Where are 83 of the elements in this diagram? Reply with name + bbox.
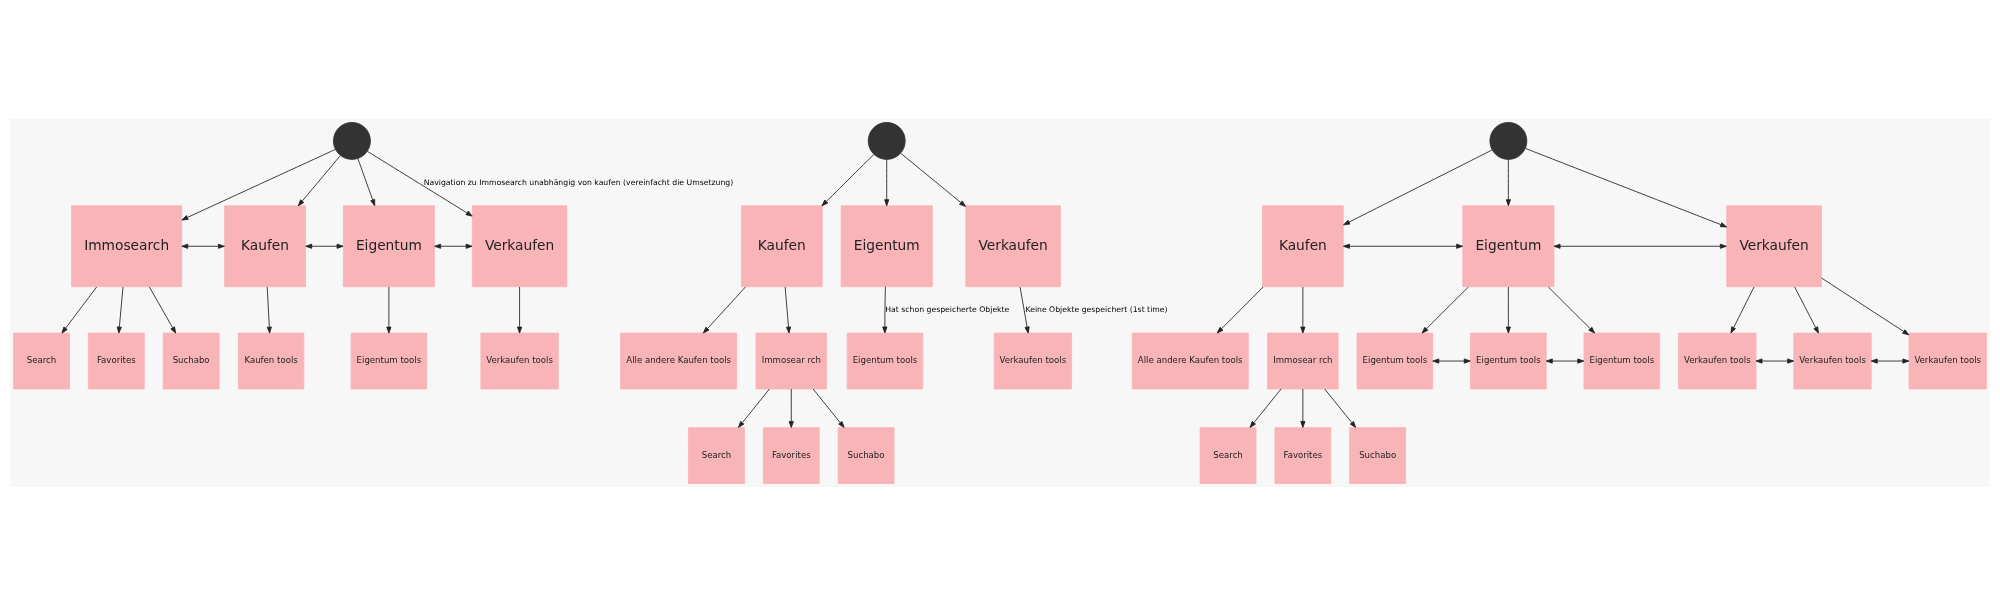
node-box: Eigentum tools [350,332,428,389]
node-person [333,121,371,160]
node-box: Search [688,426,745,484]
node-box: Eigentum tools [846,332,924,389]
arrow [1505,158,1511,206]
edge-label: Keine Objekte gespeichert (1st time) [1025,304,1168,314]
node-person [1489,121,1528,160]
node-box: Eigentum tools [1583,332,1661,389]
arrow [884,158,890,206]
node-person [867,121,906,160]
arrow [1300,286,1306,333]
arrow [148,286,177,333]
arrow [357,157,376,206]
arrow [1821,277,1910,335]
node-box: Eigentum [1462,204,1555,287]
node-box: Kaufen [1262,204,1344,287]
arrow [784,286,792,333]
node-box: Suchabo [1349,426,1407,484]
node-box: Eigentum [840,204,933,287]
arrow [1755,358,1795,364]
node-box: Search [13,332,70,389]
node-box: Search [1199,426,1257,484]
arrow [1730,286,1755,333]
node-box: Immosearch [71,204,183,287]
node-box: Kaufen [224,204,306,287]
arrow [1216,286,1264,333]
arrow [1547,286,1596,333]
node-box: Verkaufen tools [1678,332,1757,389]
node-box: Immosear rch [1267,332,1339,389]
arrow [434,243,473,249]
node-box: Verkaufen [471,204,568,287]
arrow [1249,388,1282,428]
arrow [788,388,794,428]
arrow [1505,286,1511,333]
node-box: Eigentum tools [1470,332,1547,389]
arrow [116,286,124,333]
arrow [702,286,746,333]
node-box: Favorites [762,426,820,484]
arrow [1794,286,1819,333]
node-box: Suchabo [162,332,220,389]
node-box: Alle andere Kaufen tools [1131,332,1249,389]
node-box: Favorites [87,332,145,389]
arrow [738,388,770,428]
arrow [1524,147,1728,227]
arrow [61,286,98,333]
arrow [1870,358,1910,364]
arrow [821,153,875,206]
node-box: Suchabo [837,426,895,484]
arrow [900,152,966,207]
arrow [882,285,888,333]
arrow [1300,388,1306,428]
node-box: Eigentum [342,204,435,287]
node-box: Alle andere Kaufen tools [620,332,738,389]
arrow [366,150,473,217]
node-box: Verkaufen [965,204,1061,287]
node-box: Kaufen tools [238,332,305,389]
arrow [181,148,336,220]
edge-label: Hat schon gespeicherte Objekte [885,304,1010,314]
node-box: Kaufen [741,204,823,287]
node-box: Eigentum tools [1356,332,1434,389]
node-box: Verkaufen tools [1793,332,1872,389]
arrow [517,286,523,333]
node-box: Verkaufen tools [480,332,559,389]
arrow [1553,243,1727,249]
node-box: Verkaufen tools [993,332,1072,389]
arrow [1421,286,1469,333]
arrow [1343,149,1493,225]
node-box: Immosear rch [755,332,827,389]
arrow [1324,388,1357,428]
arrow [1019,286,1030,333]
arrow [181,243,225,249]
node-box: Verkaufen [1726,204,1822,287]
node-box: Favorites [1274,426,1332,484]
edge-label: Navigation zu Immosearch unabhängig von kaufen (vereinfacht die Umsetzung) [423,177,734,187]
arrow [1432,358,1471,364]
arrow [297,154,341,206]
arrow [266,286,272,333]
arrow [305,243,344,249]
arrow [386,286,392,333]
arrow [812,388,845,428]
node-box: Verkaufen tools [1908,332,1987,389]
arrow [1545,358,1585,364]
arrow [1343,243,1464,249]
